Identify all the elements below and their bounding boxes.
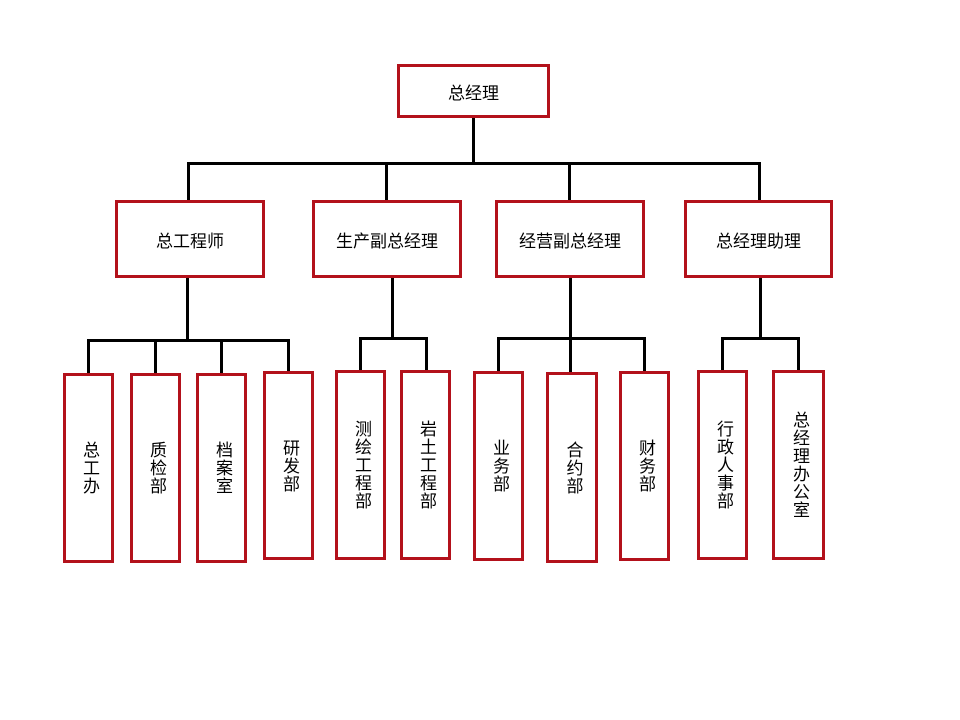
connector [643, 337, 646, 371]
connector [759, 277, 762, 339]
node-label: 合约部 [562, 440, 583, 495]
connector [425, 337, 428, 370]
node-dept: 合约部 [546, 372, 598, 563]
node-dept: 总工办 [63, 373, 114, 563]
connector [497, 337, 500, 371]
node-operations-vp: 经营副总经理 [495, 200, 645, 278]
connector [359, 337, 428, 340]
node-dept: 行政人事部 [697, 370, 748, 560]
node-label: 生产副总经理 [336, 231, 438, 252]
node-dept: 研发部 [263, 371, 314, 560]
node-label: 研发部 [279, 438, 299, 493]
connector [187, 162, 190, 200]
node-label: 财务部 [635, 439, 655, 493]
node-dept: 岩土工程部 [400, 370, 451, 560]
node-label: 质检部 [146, 441, 166, 495]
connector [569, 277, 572, 339]
node-dept: 质检部 [130, 373, 181, 563]
connector [359, 337, 362, 370]
connector [87, 339, 290, 342]
connector [721, 337, 724, 370]
connector [797, 337, 800, 370]
node-label: 经营副总经理 [519, 231, 621, 252]
connector [87, 339, 90, 373]
connector [385, 162, 388, 200]
node-label: 总经理办公室 [789, 411, 809, 519]
node-chief-engineer: 总工程师 [115, 200, 265, 278]
connector [287, 339, 290, 371]
node-label: 业务部 [489, 439, 509, 493]
node-label: 总工办 [79, 441, 99, 495]
connector [154, 339, 157, 373]
connector [186, 277, 189, 340]
connector [472, 117, 475, 164]
node-dept: 测绘工程部 [335, 370, 386, 560]
connector [721, 337, 800, 340]
node-gm-assistant: 总经理助理 [684, 200, 833, 278]
connector [220, 339, 223, 373]
node-dept: 财务部 [619, 371, 670, 561]
node-general-manager: 总经理 [397, 64, 550, 118]
node-dept: 业务部 [473, 371, 524, 561]
connector [758, 162, 761, 200]
node-label: 总工程师 [156, 231, 224, 252]
node-production-vp: 生产副总经理 [312, 200, 462, 278]
node-label: 岩土工程部 [416, 420, 436, 510]
node-label: 行政人事部 [713, 420, 733, 510]
node-label: 档案室 [212, 441, 232, 495]
connector [568, 162, 571, 200]
node-label: 总经理助理 [716, 231, 801, 252]
connector [569, 337, 572, 372]
node-label: 总经理 [448, 83, 499, 104]
connector [391, 277, 394, 339]
node-label: 测绘工程部 [351, 420, 371, 510]
connector [187, 162, 761, 165]
node-dept: 档案室 [196, 373, 247, 563]
node-dept: 总经理办公室 [772, 370, 825, 560]
